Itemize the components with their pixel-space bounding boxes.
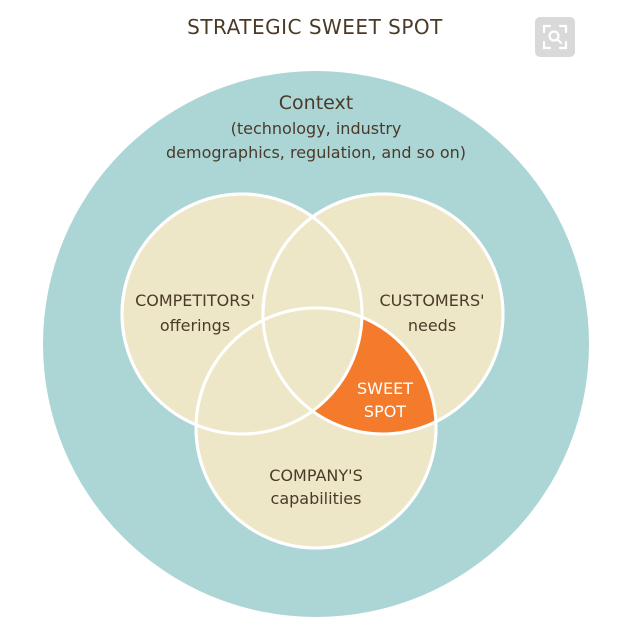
zoom-icon xyxy=(542,24,568,50)
zoom-button[interactable] xyxy=(535,17,575,57)
company-label-line1: COMPANY'S xyxy=(269,466,362,485)
context-subtitle-line2: demographics, regulation, and so on) xyxy=(166,143,466,162)
company-label-line2: capabilities xyxy=(271,489,362,508)
context-title: Context xyxy=(279,92,353,114)
context-subtitle-line1: (technology, industry xyxy=(231,119,402,138)
competitors-label-line2: offerings xyxy=(160,316,230,335)
customers-label-line2: needs xyxy=(408,316,456,335)
diagram-title: STRATEGIC SWEET SPOT xyxy=(187,15,443,39)
sweet-spot-label-line1: SWEET xyxy=(357,379,413,398)
competitors-label-line1: COMPETITORS' xyxy=(135,291,255,310)
venn-outlines xyxy=(120,192,505,550)
sweet-spot-label-line2: SPOT xyxy=(364,402,406,421)
customers-label-line1: CUSTOMERS' xyxy=(380,291,485,310)
